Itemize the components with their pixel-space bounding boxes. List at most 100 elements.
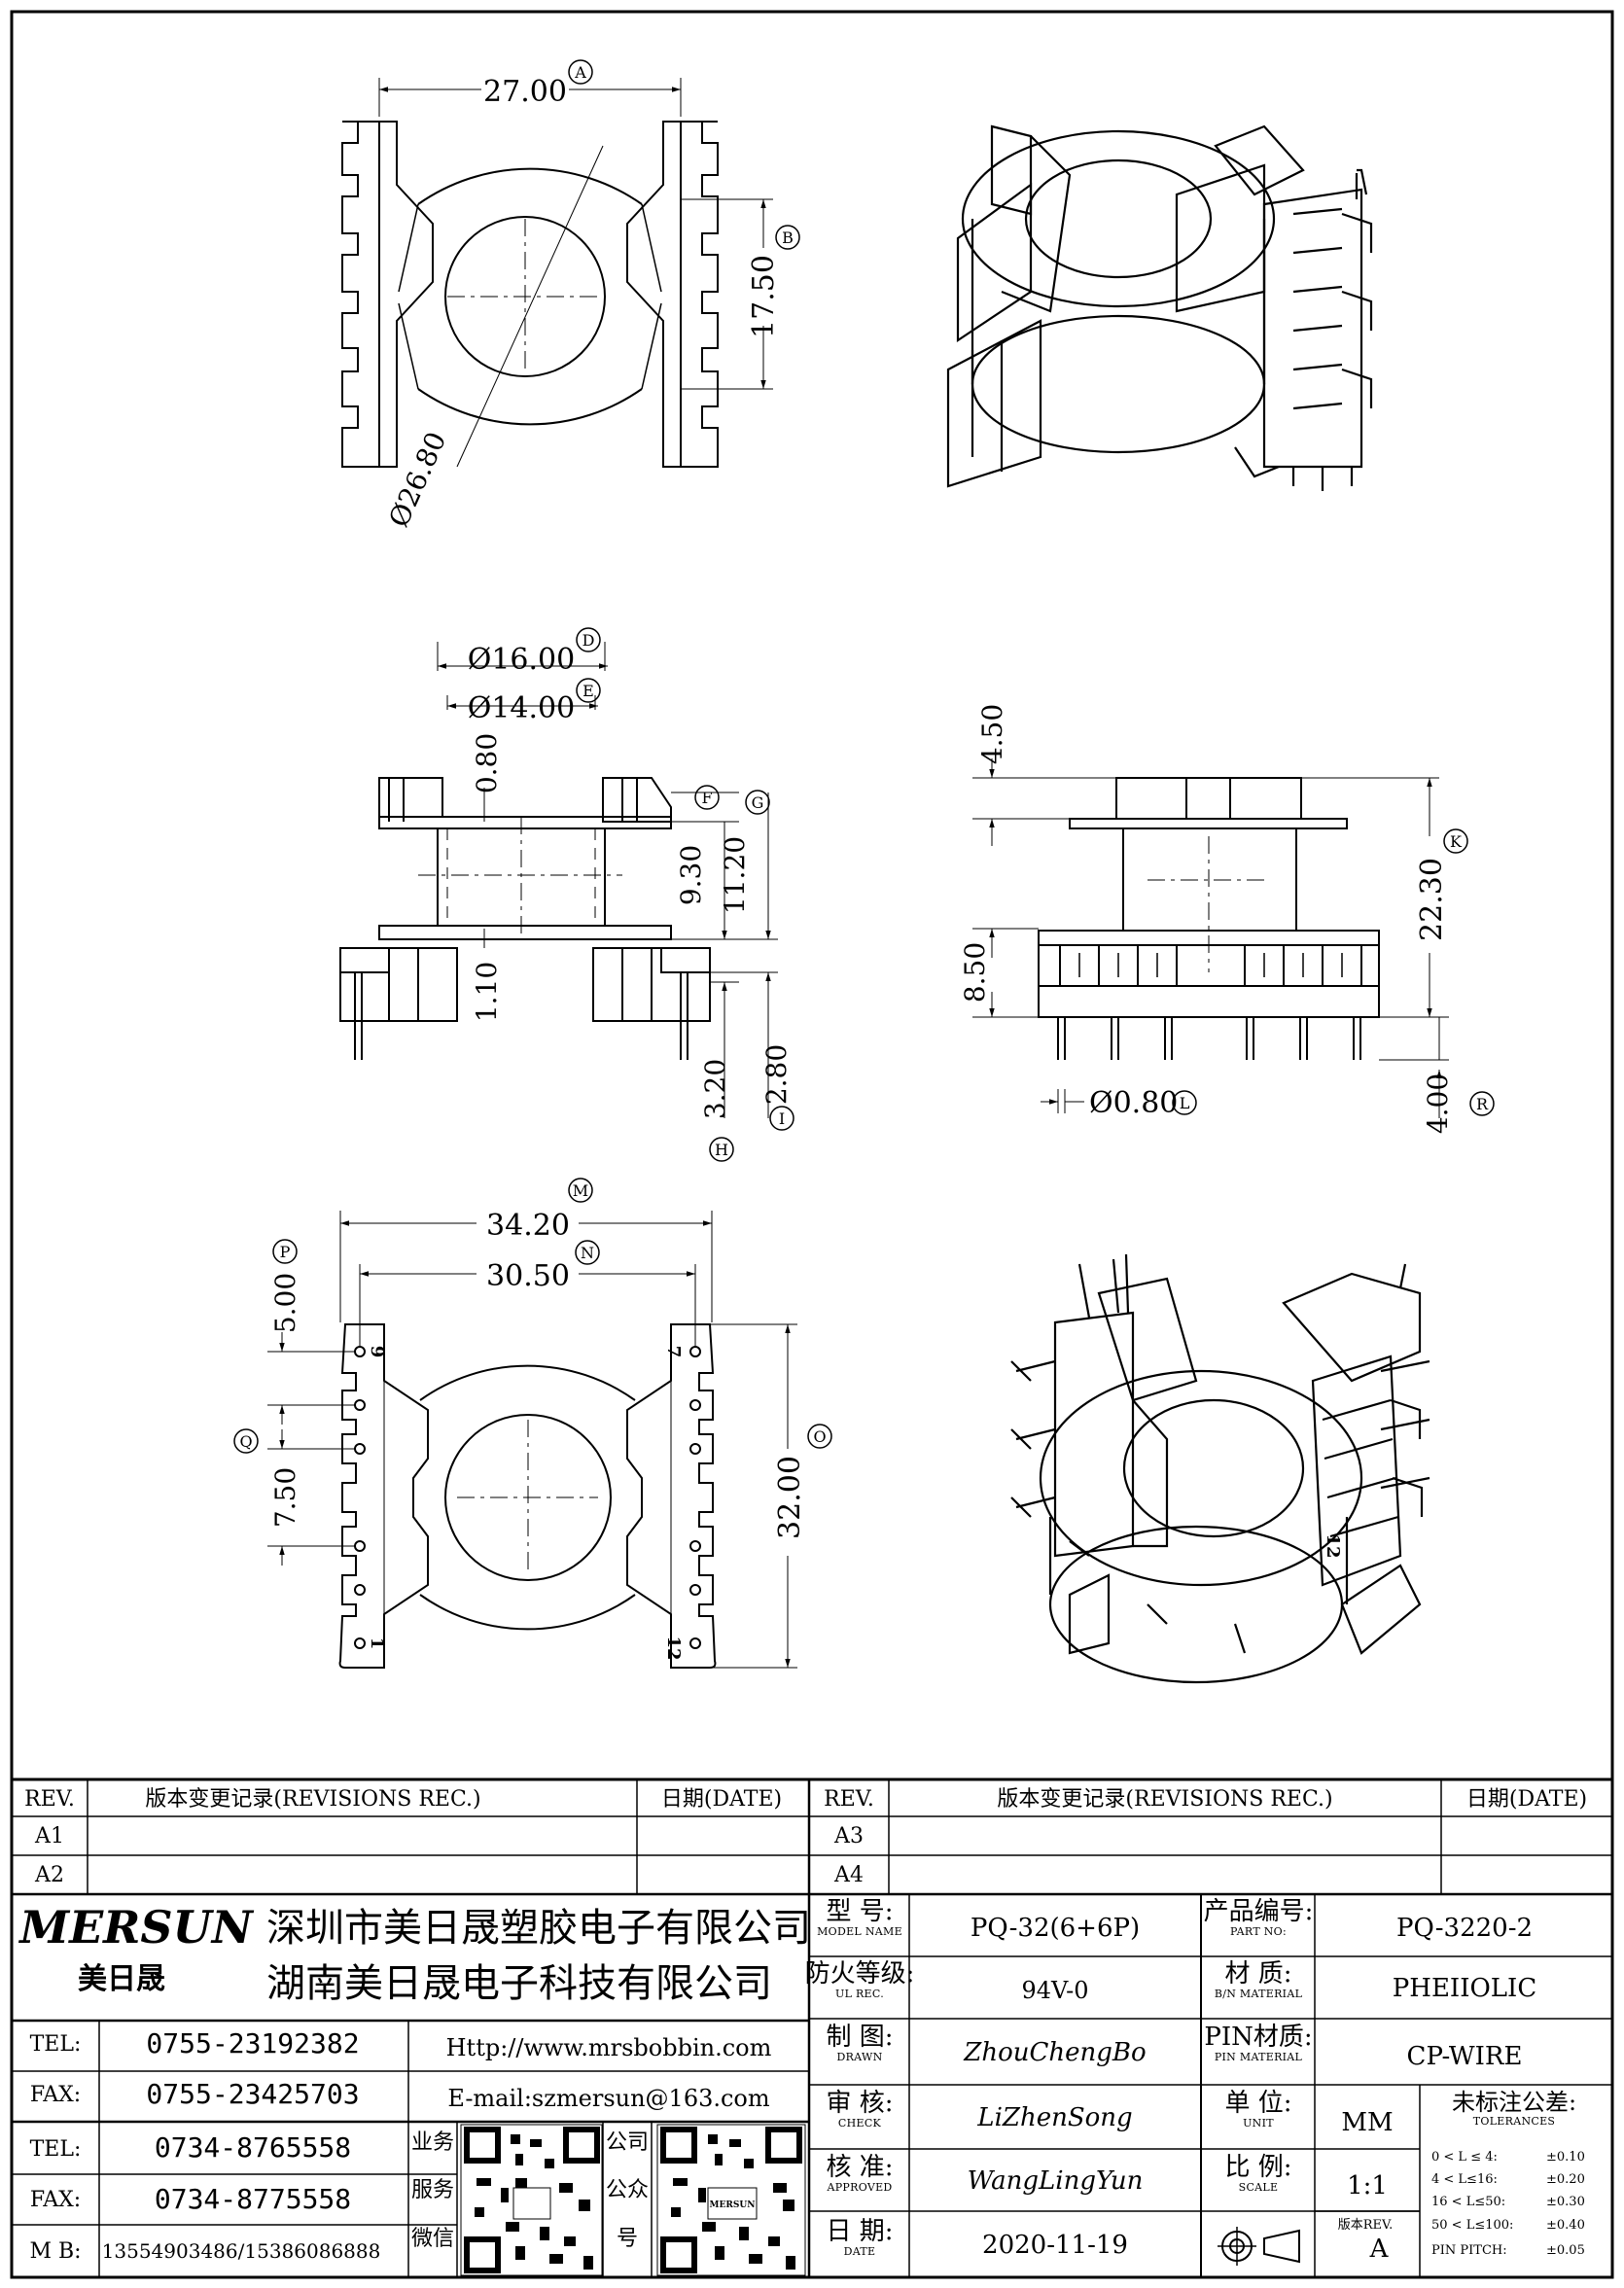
label-pin-material: PIN材质:PIN MATERIAL <box>1204 2023 1313 2064</box>
svg-text:M: M <box>573 1181 588 1200</box>
callout-q: Q <box>233 1428 259 1454</box>
svg-text:A: A <box>574 63 586 82</box>
svg-text:MERSUN: MERSUN <box>18 1901 255 1954</box>
title-block-grid <box>12 1778 1612 2277</box>
rev-row-a2: A2 <box>35 1863 64 1887</box>
tol-range-2: 4 < L≤16: <box>1431 2172 1498 2187</box>
svg-text:美日晟: 美日晟 <box>78 1962 165 1996</box>
tol-range-5: PIN PITCH: <box>1431 2243 1507 2258</box>
qr-logo-text: MERSUN <box>710 2200 756 2210</box>
callout-k: K <box>1443 828 1468 854</box>
dim-front-16-00: Ø16.00 <box>468 643 575 677</box>
dim-top-17-50: 17.50 <box>747 255 781 338</box>
label-date: 日 期:DATE <box>826 2217 894 2259</box>
label-part-no: 产品编号:PART NO: <box>1203 1897 1314 1939</box>
qr-label-official-2: 公众 <box>605 2178 650 2202</box>
label-model: 型 号:MODEL NAME <box>817 1897 902 1939</box>
iso-pin-label-12: 12 <box>1323 1533 1343 1558</box>
isometric-view-bottom <box>1010 1253 1430 1684</box>
callout-g: G <box>745 790 770 815</box>
qr-label-official-1: 公司 <box>605 2130 650 2155</box>
contact-label-tel-1: TEL: <box>29 2032 82 2057</box>
revisions-header-right: 版本变更记录(REVISIONS REC.) <box>997 1787 1333 1812</box>
callout-o: O <box>807 1424 832 1449</box>
contact-value-fax-2: 0734-8775558 <box>154 2183 352 2215</box>
value-scale: 1:1 <box>1347 2171 1388 2200</box>
callout-e: E <box>576 678 601 703</box>
dim-side-4-00: 4.00 <box>1422 1074 1454 1134</box>
contact-label-mobile: M B: <box>29 2239 82 2264</box>
label-tolerances: 未标注公差:TOLERANCES <box>1451 2089 1577 2129</box>
date-header-left: 日期(DATE) <box>660 1787 783 1812</box>
rev-header-right: REV. <box>824 1787 874 1812</box>
value-version: A <box>1369 2235 1389 2264</box>
callout-l: L <box>1172 1090 1197 1115</box>
callout-d: D <box>576 627 601 652</box>
tol-value-1: ±0.10 <box>1546 2150 1585 2165</box>
dim-bottom-5-00: 5.00 <box>269 1273 301 1333</box>
svg-text:D: D <box>583 631 595 650</box>
contact-value-fax-1: 0755-23425703 <box>146 2078 360 2110</box>
dim-front-9-30: 9.30 <box>675 845 707 905</box>
rev-row-a4: A4 <box>834 1863 864 1887</box>
tol-value-2: ±0.20 <box>1546 2172 1585 2187</box>
dim-top-width: 27.00 <box>483 75 567 109</box>
value-material: PHEIIOLIC <box>1392 1974 1537 2003</box>
callout-p: P <box>272 1239 298 1264</box>
value-approved: WangLingYun <box>967 2166 1144 2196</box>
value-part-no: PQ-3220-2 <box>1395 1914 1534 1943</box>
callout-a: A <box>568 59 593 85</box>
dim-side-pin-dia: Ø0.80 <box>1089 1086 1178 1120</box>
contact-label-fax-2: FAX: <box>29 2188 82 2212</box>
qr-label-official-3: 号 <box>616 2227 639 2251</box>
callout-b: B <box>775 225 800 250</box>
dim-top-diameter: Ø26.80 <box>382 427 452 532</box>
dim-bottom-34-20: 34.20 <box>486 1209 570 1243</box>
value-date: 2020-11-19 <box>982 2231 1128 2260</box>
contact-label-tel-2: TEL: <box>29 2137 82 2162</box>
dim-side-22-30: 22.30 <box>1415 858 1449 941</box>
dim-bottom-7-50: 7.50 <box>269 1467 301 1528</box>
qr-label-business-1: 业务 <box>410 2130 455 2155</box>
value-ul: 94V-0 <box>1021 1977 1089 2004</box>
dim-front-14-00: Ø14.00 <box>468 691 575 725</box>
company-name-shenzhen: 深圳市美日晟塑胶电子有限公司 <box>266 1906 811 1951</box>
svg-text:I: I <box>779 1109 785 1128</box>
tol-value-4: ±0.40 <box>1546 2218 1585 2233</box>
svg-text:H: H <box>715 1141 728 1159</box>
callout-r: R <box>1469 1091 1495 1116</box>
contact-value-tel-2: 0734-8765558 <box>154 2131 352 2164</box>
top-view <box>341 78 773 468</box>
email-link[interactable]: E-mail:szmersun@163.com <box>447 2085 770 2112</box>
callout-m: M <box>568 1178 593 1203</box>
svg-text:O: O <box>813 1427 826 1446</box>
svg-text:R: R <box>1476 1095 1489 1113</box>
label-scale: 比 例:SCALE <box>1224 2153 1292 2195</box>
revisions-header-left: 版本变更记录(REVISIONS REC.) <box>145 1787 481 1812</box>
dim-front-3-20: 3.20 <box>699 1059 731 1119</box>
label-drawn: 制 图:DRAWN <box>826 2023 894 2064</box>
qr-code-business <box>460 2124 603 2276</box>
pin-label-1: 1 <box>367 1637 387 1650</box>
tol-range-3: 16 < L≤50: <box>1431 2195 1506 2209</box>
contact-value-tel-1: 0755-23192382 <box>146 2027 360 2059</box>
value-check: LiZhenSong <box>977 2103 1133 2132</box>
front-view <box>339 642 778 1118</box>
contact-label-fax-1: FAX: <box>29 2083 82 2107</box>
label-material: 材 质:B/N MATERIAL <box>1214 1959 1303 2001</box>
isometric-view-top <box>946 124 1373 491</box>
dim-front-1-10: 1.10 <box>471 962 503 1022</box>
tol-range-1: 0 < L ≤ 4: <box>1431 2150 1498 2165</box>
bottom-view <box>267 1211 797 1669</box>
dim-bottom-30-50: 30.50 <box>486 1259 570 1293</box>
website-link[interactable]: Http://www.mrsbobbin.com <box>445 2034 772 2061</box>
rev-header-left: REV. <box>24 1787 75 1812</box>
label-approved: 核 准:APPROVED <box>826 2153 894 2195</box>
rev-row-a1: A1 <box>35 1824 64 1848</box>
svg-text:G: G <box>752 793 764 812</box>
date-header-right: 日期(DATE) <box>1465 1787 1588 1812</box>
svg-text:B: B <box>782 229 794 247</box>
contact-value-mobile: 13554903486/15386086888 <box>101 2239 381 2263</box>
dim-side-4-50: 4.50 <box>976 704 1008 764</box>
